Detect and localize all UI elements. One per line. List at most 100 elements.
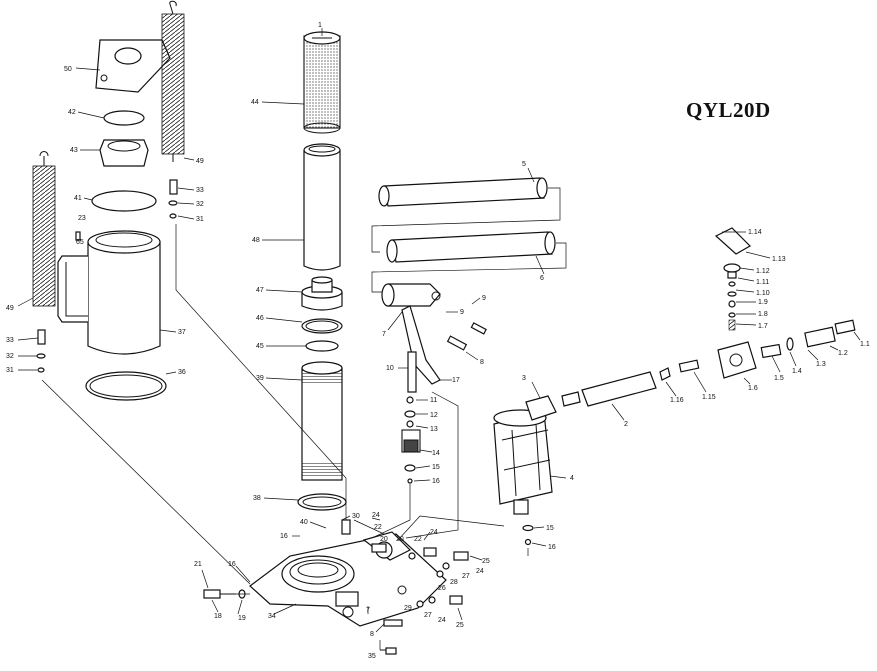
valve-block-1-6-part xyxy=(717,319,856,379)
connection-lines xyxy=(41,224,529,650)
cylinder-48-part xyxy=(303,143,341,271)
inner-cylinder-39-part xyxy=(301,361,343,481)
label-32-right: 32 xyxy=(196,201,204,208)
seal-38-part xyxy=(297,493,347,511)
left-spring-part xyxy=(32,151,56,307)
label-14: 14 xyxy=(432,450,440,457)
reservoir-37-part xyxy=(57,230,161,355)
label-1-10: 1.10 xyxy=(756,290,770,297)
label-1-14: 1.14 xyxy=(748,229,762,236)
label-30: 30 xyxy=(352,513,360,520)
label-38: 38 xyxy=(253,495,261,502)
label-35: 35 xyxy=(368,653,376,660)
label-24d: 24 xyxy=(438,617,446,624)
label-8: 8 xyxy=(480,359,484,366)
label-33-left: 33 xyxy=(6,337,14,344)
label-20b: 20 xyxy=(396,536,404,543)
bolt-right-part xyxy=(168,179,178,219)
label-27b: 27 xyxy=(424,612,432,619)
label-24a: 24 xyxy=(372,512,380,519)
plunger-10-part xyxy=(407,351,417,393)
label-17: 17 xyxy=(452,377,460,384)
label-16c: 16 xyxy=(280,533,288,540)
label-25a: 25 xyxy=(482,558,490,565)
label-65: 65 xyxy=(76,239,84,246)
label-1-16: 1.16 xyxy=(670,397,684,404)
label-32-left: 32 xyxy=(6,353,14,360)
label-49-right: 49 xyxy=(196,158,204,165)
label-43: 43 xyxy=(70,147,78,154)
label-9a: 9 xyxy=(460,309,464,316)
leader-handle-path-2 xyxy=(371,242,567,293)
pin-65-part xyxy=(75,231,81,241)
label-41: 41 xyxy=(74,195,82,202)
washer-15b-part xyxy=(522,524,534,532)
label-47: 47 xyxy=(256,287,264,294)
label-27a: 27 xyxy=(462,573,470,580)
pipe-2-part xyxy=(561,371,657,407)
label-31-right: 31 xyxy=(196,216,204,223)
label-18: 18 xyxy=(214,613,222,620)
label-28: 28 xyxy=(450,579,458,586)
label-1-5: 1.5 xyxy=(774,375,784,382)
base-34-part xyxy=(249,531,447,627)
label-42: 42 xyxy=(68,109,76,116)
label-13: 13 xyxy=(430,426,438,433)
ring-45-part xyxy=(305,340,339,352)
label-1-11: 1.11 xyxy=(756,279,769,286)
valve-stack-1-7-1-14-part xyxy=(714,227,751,331)
label-20a: 20 xyxy=(380,536,388,543)
label-1-13: 1.13 xyxy=(772,256,786,263)
label-7: 7 xyxy=(382,331,386,338)
gasket-36-part xyxy=(85,371,167,401)
leader-handle-path xyxy=(371,187,561,253)
filter-44-part xyxy=(303,31,341,134)
label-37: 37 xyxy=(178,329,186,336)
model-title: QYL20D xyxy=(686,98,771,122)
label-49-left: 49 xyxy=(6,305,14,312)
label-29: 29 xyxy=(404,605,412,612)
label-31-left: 31 xyxy=(6,367,14,374)
label-24c: 24 xyxy=(476,568,484,575)
label-50: 50 xyxy=(64,66,72,73)
label-36: 36 xyxy=(178,369,186,376)
ring-42-part xyxy=(103,110,145,126)
label-2: 2 xyxy=(624,421,628,428)
label-19: 19 xyxy=(238,615,246,622)
bolt-35-part xyxy=(380,647,397,655)
fittings-1-15-1-16-part xyxy=(659,359,700,381)
label-23: 23 xyxy=(78,215,86,222)
label-45: 45 xyxy=(256,343,264,350)
label-16b: 16 xyxy=(548,544,556,551)
label-1-2: 1.2 xyxy=(838,350,848,357)
top-plate-part xyxy=(95,39,171,93)
label-1-3: 1.3 xyxy=(816,361,826,368)
pump-head-3-part xyxy=(525,395,557,421)
label-1-15: 1.15 xyxy=(702,394,716,401)
label-22a: 22 xyxy=(374,524,382,531)
label-group: 1 44 48 47 46 45 39 38 50 42 43 41 23 65… xyxy=(6,22,870,660)
label-1: 1 xyxy=(318,22,322,29)
handle-socket-7-part xyxy=(381,283,441,385)
label-25b: 25 xyxy=(456,622,464,629)
label-39: 39 xyxy=(256,375,264,382)
handle-tube-6-part xyxy=(386,231,556,263)
label-33-right: 33 xyxy=(196,187,204,194)
pins-8-9-part xyxy=(446,322,487,351)
label-40: 40 xyxy=(300,519,308,526)
label-3: 3 xyxy=(522,375,526,382)
label-5: 5 xyxy=(522,161,526,168)
label-12: 12 xyxy=(430,412,438,419)
label-8b: 8 xyxy=(370,631,374,638)
label-10: 10 xyxy=(386,365,394,372)
label-1-8: 1.8 xyxy=(758,311,768,318)
bolt-left-part xyxy=(36,329,46,373)
label-26: 26 xyxy=(438,585,446,592)
label-24b: 24 xyxy=(430,529,438,536)
bolt-8b-part xyxy=(383,619,403,627)
label-46: 46 xyxy=(256,315,264,322)
label-16d: 16 xyxy=(228,561,236,568)
label-1-6: 1.6 xyxy=(748,385,758,392)
label-1-4: 1.4 xyxy=(792,368,802,375)
